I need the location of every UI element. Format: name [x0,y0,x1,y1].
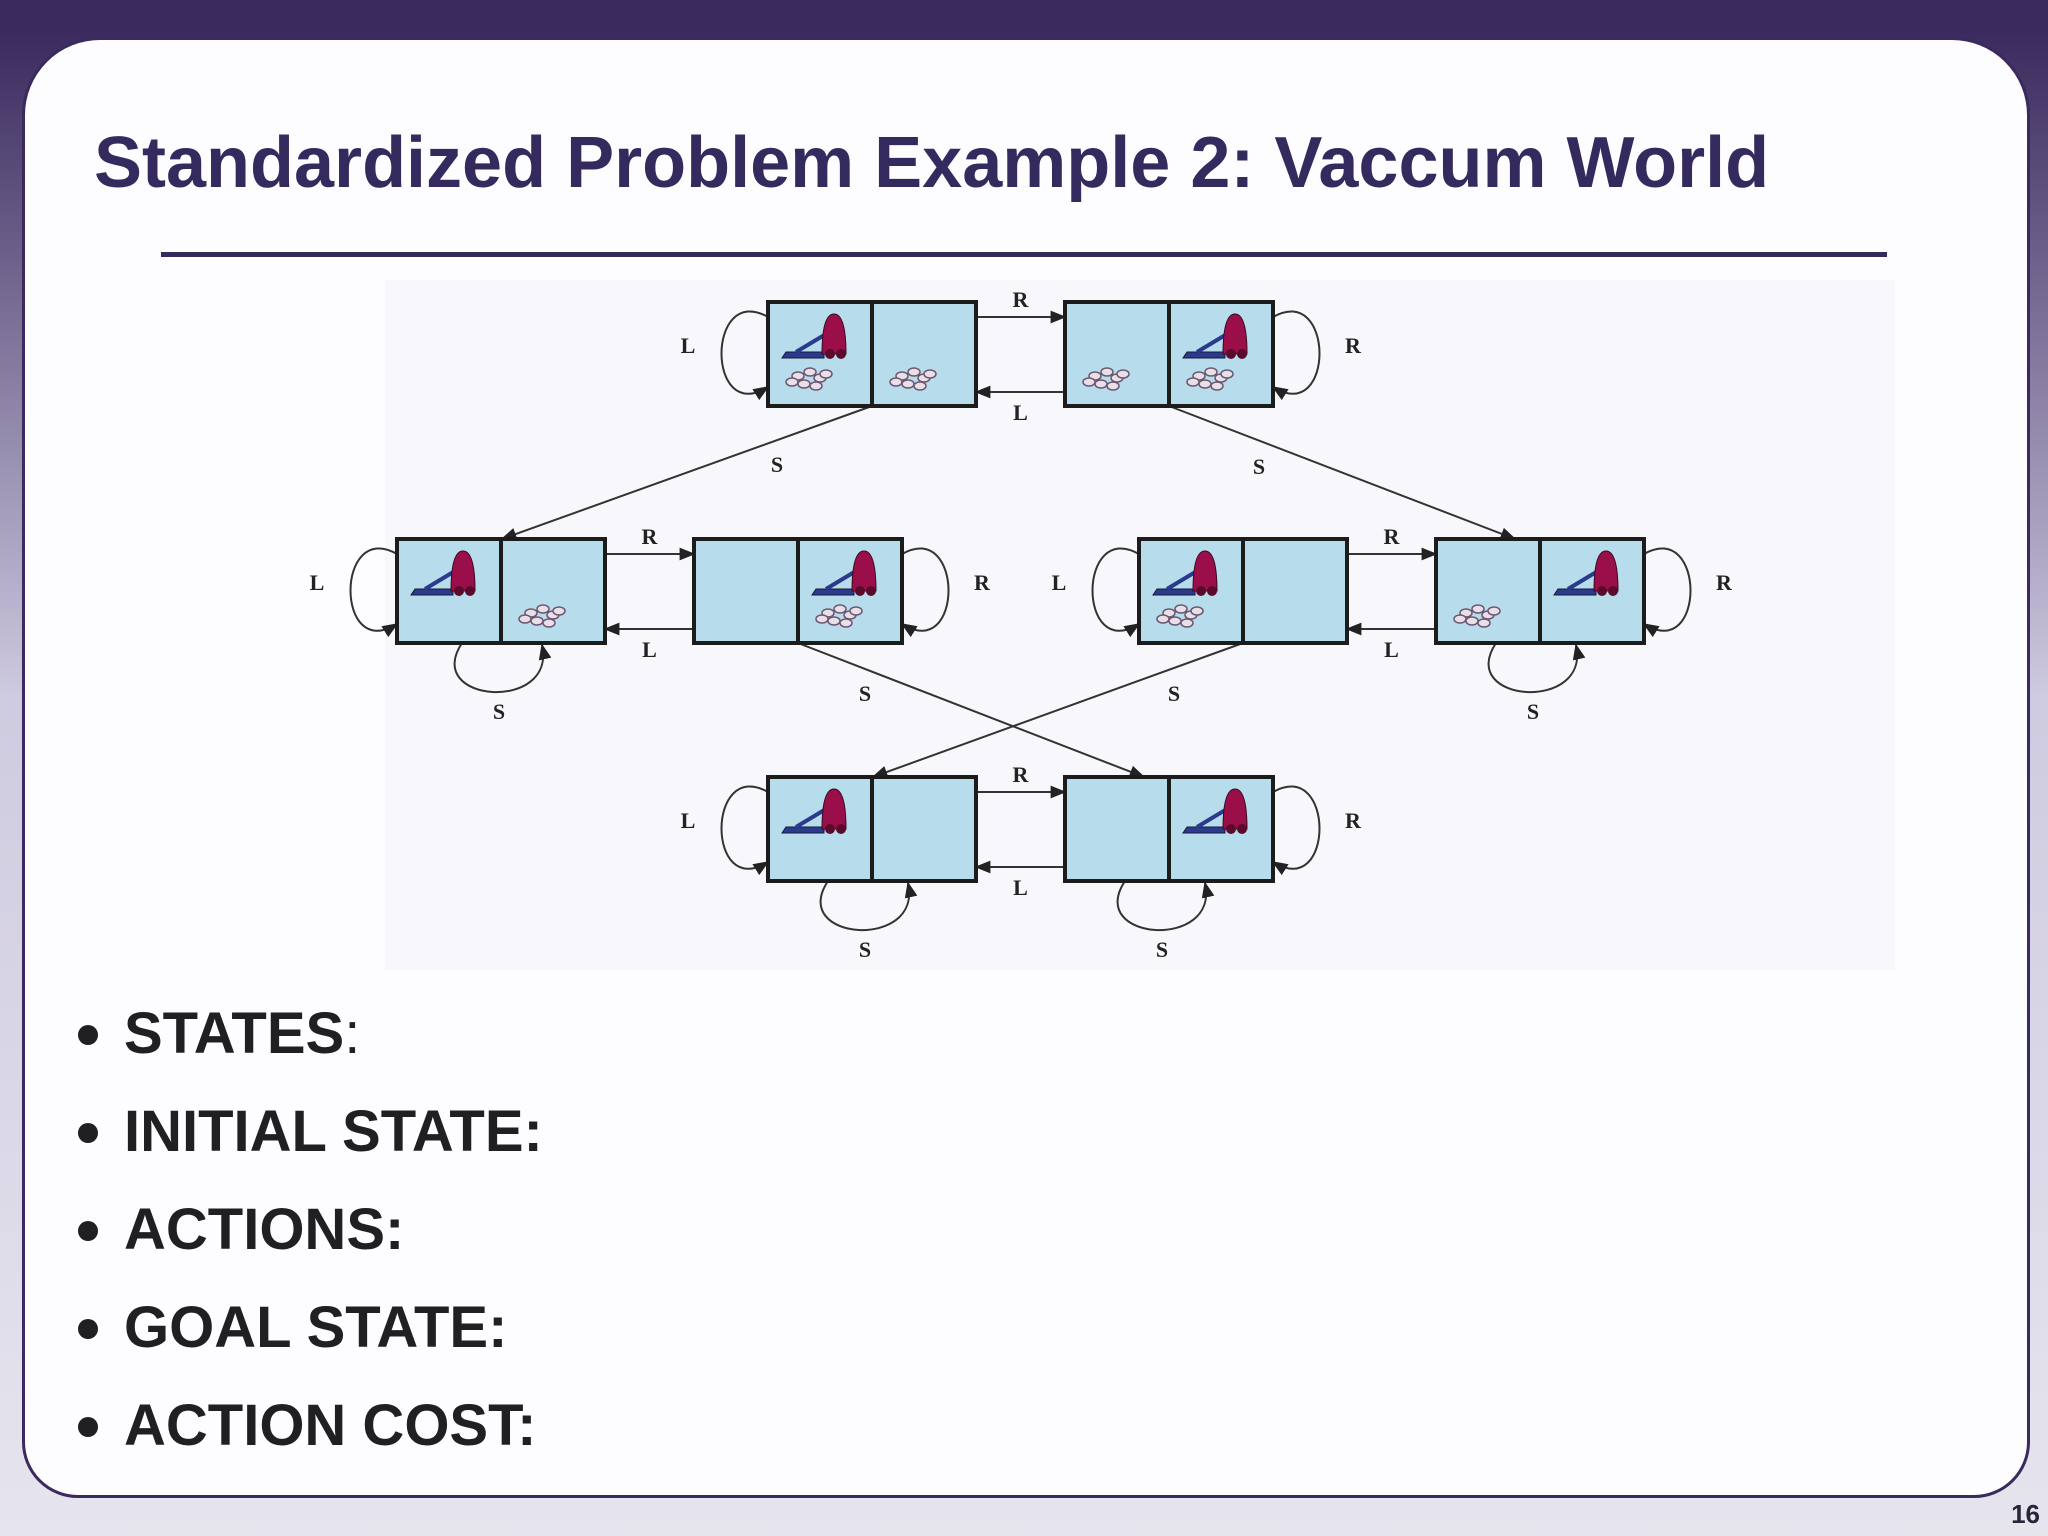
action-label-R: R [1013,762,1030,787]
dirt-icon [785,367,833,391]
action-label-S: S [493,699,505,724]
vacuum-icon [1152,550,1218,596]
vacuum-icon [811,550,877,596]
action-label-L: L [1013,875,1028,900]
transition-s5-s5-L [1091,547,1141,638]
page-number: 16 [2011,1499,2040,1529]
vacuum-icon [410,550,476,596]
left-cell [1434,537,1542,645]
state-s1 [766,300,978,408]
bullet-dot-icon [78,1025,98,1045]
dirt-icon [1453,604,1501,628]
transition-s1-s1-L [720,310,770,401]
slide-title: Standardized Problem Example 2: Vaccum W… [94,123,1770,203]
transition-s2-s2-R [1271,310,1321,401]
action-label-R: R [1345,333,1362,358]
action-label-S: S [771,452,783,477]
bullet-label: GOAL STATE: [124,1295,508,1360]
transition-s7-s7-S [819,880,918,932]
action-label-L: L [1052,570,1067,595]
action-label-S: S [1253,454,1265,479]
left-cell [1063,300,1171,408]
title-divider [161,252,1887,257]
bullet-label: ACTIONS: [124,1197,405,1262]
state-s2 [1063,300,1275,408]
transition-s3-s3-S [453,642,552,694]
action-label-R: R [974,570,991,595]
action-label-S: S [859,937,871,962]
vacuum-icon [1182,313,1248,359]
vacuum-icon [781,788,847,834]
state-s3 [395,537,607,645]
dirt-icon [889,367,937,391]
action-label-R: R [1013,287,1030,312]
bullet-dot-icon [78,1417,98,1437]
transition-s3-s3-L [349,547,399,638]
bullet-list: STATES: INITIAL STATE: ACTIONS: GOAL STA… [72,985,543,1475]
action-label-L: L [642,637,657,662]
action-label-S: S [859,681,871,706]
right-cell [870,300,978,408]
action-label-R: R [1384,524,1401,549]
state-s4 [692,537,904,645]
action-labels-layer: R L L R S S R L L S R R L L R S S S R L L S R S [310,287,1733,962]
bullet-label: INITIAL STATE: [124,1099,543,1164]
state-s8 [1063,775,1275,883]
action-label-R: R [1716,570,1733,595]
transition-s6-s6-S [1487,642,1586,694]
dirt-icon [1186,367,1234,391]
transition-s8-s8-R [1271,785,1321,876]
right-cell [1241,537,1349,645]
vacuum-icon [1553,550,1619,596]
bullet-goal-state: GOAL STATE: [72,1279,543,1377]
right-cell [870,775,978,883]
action-label-L: L [1013,400,1028,425]
action-label-L: L [1384,637,1399,662]
bullet-label: ACTION COST: [124,1393,537,1458]
bullet-dot-icon [78,1123,98,1143]
action-label-L: L [681,808,696,833]
bullet-actions: ACTIONS: [72,1181,543,1279]
dirt-icon [1082,367,1130,391]
bullet-dot-icon [78,1319,98,1339]
right-cell [499,537,607,645]
bullet-action-cost: ACTION COST: [72,1377,543,1475]
left-cell [692,537,800,645]
bullet-initial-state: INITIAL STATE: [72,1083,543,1181]
bullet-states: STATES: [72,985,543,1083]
dirt-icon [1156,604,1204,628]
state-s7 [766,775,978,883]
action-label-R: R [642,524,659,549]
transition-s5-s7-S [871,642,1244,779]
transition-s6-s6-R [1642,547,1692,638]
transition-s2-s6-S [1168,405,1517,540]
bullet-label: STATES [124,1001,345,1066]
action-label-S: S [1527,699,1539,724]
action-label-S: S [1168,681,1180,706]
state-s6 [1434,537,1646,645]
left-cell [1063,775,1171,883]
dirt-icon [518,604,566,628]
action-label-L: L [310,570,325,595]
action-label-R: R [1345,808,1362,833]
vacuum-icon [1182,788,1248,834]
state-s5 [1137,537,1349,645]
bullet-colon: : [344,1001,361,1066]
transition-s4-s8-S [797,642,1146,778]
vacuum-icon [781,313,847,359]
transitions-layer [349,310,1692,932]
transition-s8-s8-S [1116,880,1215,932]
dirt-icon [815,604,863,628]
states-layer [395,300,1646,883]
transition-s7-s7-L [720,785,770,876]
bullet-dot-icon [78,1221,98,1241]
transition-s1-s3-S [500,405,873,541]
action-label-L: L [681,333,696,358]
action-label-S: S [1156,937,1168,962]
transition-s4-s4-R [900,547,950,638]
